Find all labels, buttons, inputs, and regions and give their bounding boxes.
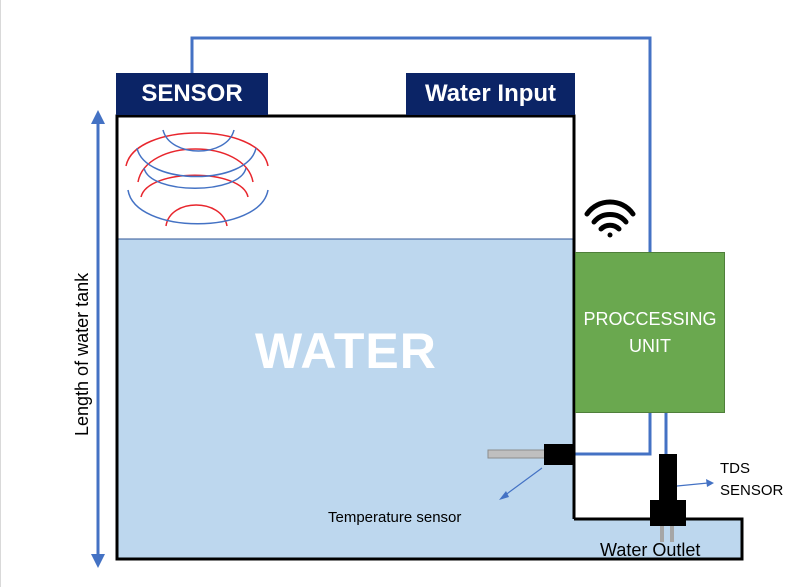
tds-sensor-label: TDS SENSOR (720, 458, 783, 502)
temperature-pointer (503, 467, 543, 497)
processing-unit-box: PROCCESSING UNIT (575, 252, 725, 413)
processing-unit-line1: PROCCESSING (583, 308, 717, 329)
temperature-sensor-body (544, 444, 574, 465)
tds-sensor-pin-right (670, 526, 674, 542)
tds-label-line2: SENSOR (720, 482, 784, 499)
length-arrow (91, 110, 105, 568)
sensor-label-box: SENSOR (116, 73, 268, 115)
water-label: WATER (255, 323, 437, 379)
temperature-probe-rod (487, 449, 547, 459)
water-fill (117, 239, 574, 559)
wifi-icon (584, 199, 636, 238)
water-outlet-label: Water Outlet (600, 540, 701, 560)
sensor-waves-red (125, 132, 269, 227)
water-input-label-box: Water Input (406, 73, 575, 115)
temperature-sensor-label: Temperature sensor (328, 509, 462, 526)
tank-length-label: Length of water tank (72, 272, 92, 436)
wire-temperature (574, 412, 652, 456)
processing-unit-line2: UNIT (629, 335, 671, 356)
tds-sensor-base (650, 500, 686, 526)
temperature-pointer-head (499, 491, 509, 500)
tds-pointer (676, 482, 709, 487)
wire-top (190, 36, 652, 253)
tds-label-line1: TDS (720, 460, 750, 477)
left-edge-line (0, 0, 1, 587)
tds-sensor-body (659, 454, 677, 502)
tds-pointer-head (706, 479, 714, 487)
tank-outline (115, 114, 744, 561)
sensor-waves-blue (127, 129, 269, 225)
tds-sensor-pin-left (660, 526, 664, 542)
